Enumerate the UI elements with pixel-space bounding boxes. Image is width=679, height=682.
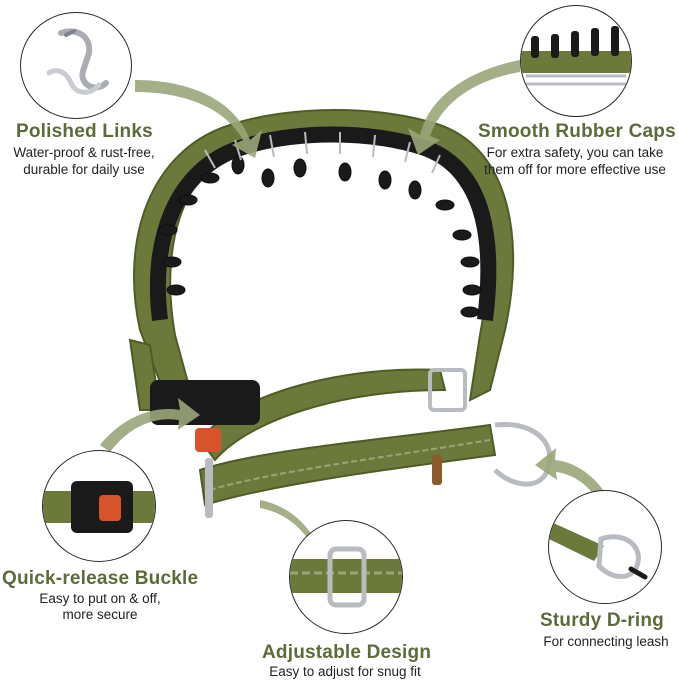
d-ring-icon [549, 521, 648, 580]
buckle-desc-1: Easy to put on & off, [39, 591, 161, 606]
polished-links-desc-1: Water-proof & rust-free, [13, 145, 155, 160]
rubber-caps-circle [520, 5, 632, 117]
polished-links-desc-2: durable for daily use [23, 162, 145, 177]
adjustable-circle [289, 520, 403, 634]
dring-desc: For connecting leash [543, 634, 669, 649]
dring-circle [548, 490, 662, 604]
prong-links-icon [521, 26, 631, 86]
slider-buckle-icon [290, 546, 402, 608]
dring-title: Sturdy D-ring [540, 610, 664, 631]
buckle-circle [42, 450, 156, 562]
buckle-icon [43, 481, 155, 533]
buckle-title: Quick-release Buckle [2, 568, 199, 589]
rubber-caps-desc-2: them off for more effective use [484, 162, 666, 177]
adjustable-title: Adjustable Design [262, 642, 432, 663]
buckle-desc-2: more secure [62, 607, 138, 622]
rubber-caps-desc-1: For extra safety, you can take [486, 145, 664, 160]
metal-link-icon [46, 28, 109, 95]
rubber-caps-title: Smooth Rubber Caps [478, 121, 676, 142]
polished-links-circle [20, 12, 132, 119]
polished-links-title: Polished Links [16, 121, 153, 142]
adjustable-desc: Easy to adjust for snug fit [269, 664, 421, 679]
